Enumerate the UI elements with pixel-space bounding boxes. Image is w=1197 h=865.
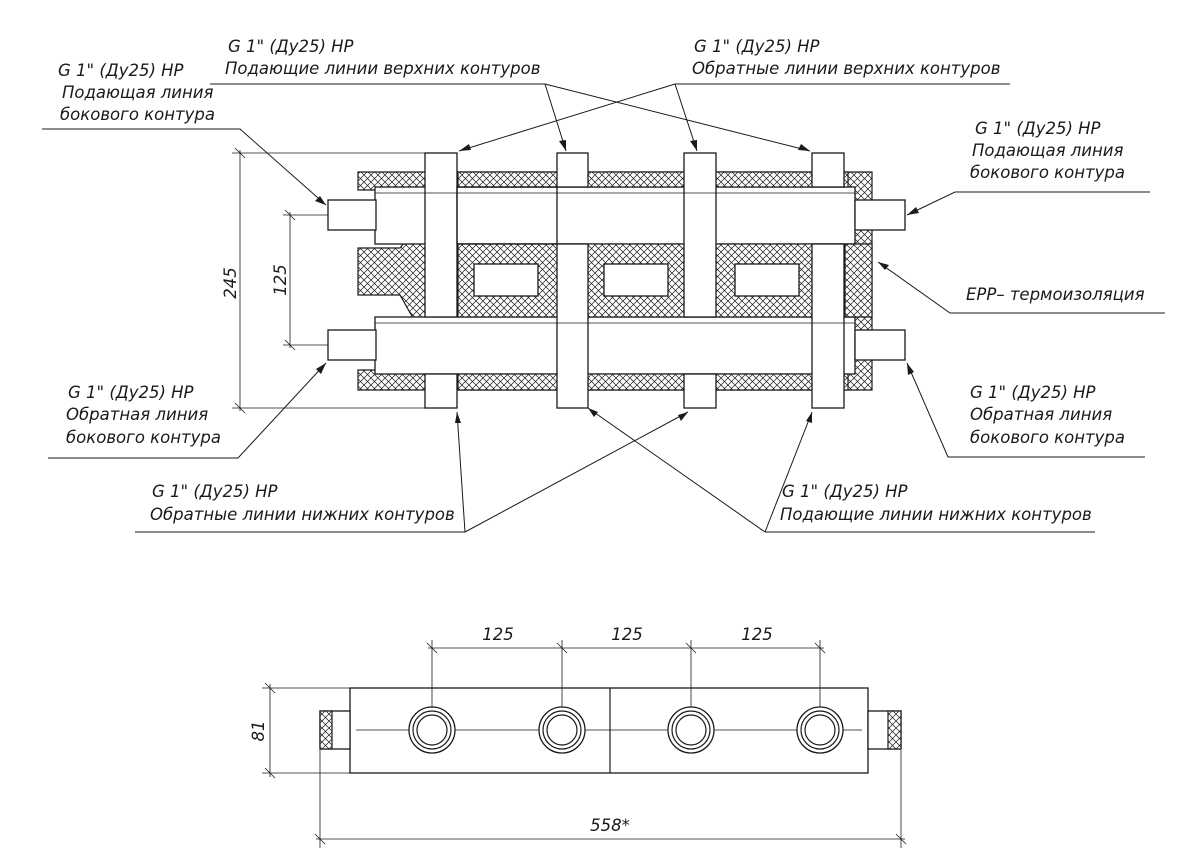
side-supply-right-spec: G 1" (Ду25) НР: [975, 119, 1101, 138]
lower-supply-spec: G 1" (Ду25) НР: [782, 482, 908, 501]
upper-return-text1: Обратные линии верхних контуров: [692, 59, 1000, 78]
lower-pipe-4: [811, 243, 845, 409]
dimension-depth: 81: [249, 721, 268, 742]
side-return-right-text1: Обратная линия: [970, 405, 1112, 424]
side-supply-right-text2: бокового контура: [970, 163, 1125, 182]
side-supply-left-spec: G 1" (Ду25) НР: [58, 61, 184, 80]
upper-pipe-3: [683, 152, 717, 318]
dimension-height-total: 245: [221, 267, 240, 299]
side-return-right-spec: G 1" (Ду25) НР: [970, 383, 1096, 402]
callouts: G 1" (Ду25) НР Подающая линия бокового к…: [42, 37, 1165, 533]
dimension-top-spacing-2: 125: [611, 625, 643, 644]
side-return-left-nipple: [327, 329, 377, 361]
insulation-band-top: [457, 171, 849, 188]
lower-return-spec: G 1" (Ду25) НР: [152, 482, 278, 501]
side-return-left-spec: G 1" (Ду25) НР: [68, 383, 194, 402]
side-supply-left-text1: Подающая линия: [62, 83, 214, 102]
lower-pipe-1: [424, 373, 458, 409]
side-return-right-text2: бокового контура: [970, 428, 1125, 447]
lower-pipe-3: [683, 373, 717, 409]
top-view-outlet-3: [667, 706, 715, 754]
lower-supply-text1: Подающие линии нижних контуров: [780, 505, 1092, 524]
upper-header-front: [456, 186, 558, 245]
upper-pipe-2: [556, 152, 589, 188]
dimension-length: 558*: [590, 816, 630, 835]
side-return-right-nipple: [854, 329, 906, 361]
top-view-outlet-4: [796, 706, 844, 754]
dimension-top-spacing-3: 125: [741, 625, 773, 644]
insulation-window-1b: [473, 263, 539, 297]
side-return-left-text2: бокового контура: [66, 428, 221, 447]
side-supply-right-text1: Подающая линия: [972, 141, 1124, 160]
insulation-window-2b: [603, 263, 669, 297]
insulation-window-3b: [734, 263, 800, 297]
insulation-right: [844, 243, 873, 318]
lower-return-text1: Обратные линии нижних контуров: [150, 505, 455, 524]
upper-supply-text1: Подающие линии верхних контуров: [225, 59, 540, 78]
side-supply-left-nipple: [327, 199, 377, 231]
front-view: 245 125: [221, 147, 906, 414]
lower-pipe-2: [556, 243, 589, 409]
top-view-outlet-2: [538, 706, 586, 754]
insulation-band-bottom: [457, 373, 849, 391]
top-view: 125 125 125 81 558*: [249, 625, 907, 848]
side-supply-right-nipple: [854, 199, 906, 231]
upper-pipe-1: [424, 152, 458, 318]
insulation-text: EPP– термоизоляция: [966, 285, 1145, 304]
upper-supply-spec: G 1" (Ду25) НР: [228, 37, 354, 56]
top-view-right-thread: [887, 710, 902, 750]
dimension-top-spacing-1: 125: [482, 625, 514, 644]
upper-return-spec: G 1" (Ду25) НР: [694, 37, 820, 56]
lower-header: [374, 316, 856, 375]
top-view-outlet-1: [408, 706, 456, 754]
side-return-left-text1: Обратная линия: [66, 405, 208, 424]
side-supply-left-text2: бокового контура: [60, 105, 215, 124]
dimension-pipe-spacing: 125: [271, 264, 290, 296]
top-view-left-thread: [319, 710, 333, 750]
upper-pipe-4: [811, 152, 845, 188]
